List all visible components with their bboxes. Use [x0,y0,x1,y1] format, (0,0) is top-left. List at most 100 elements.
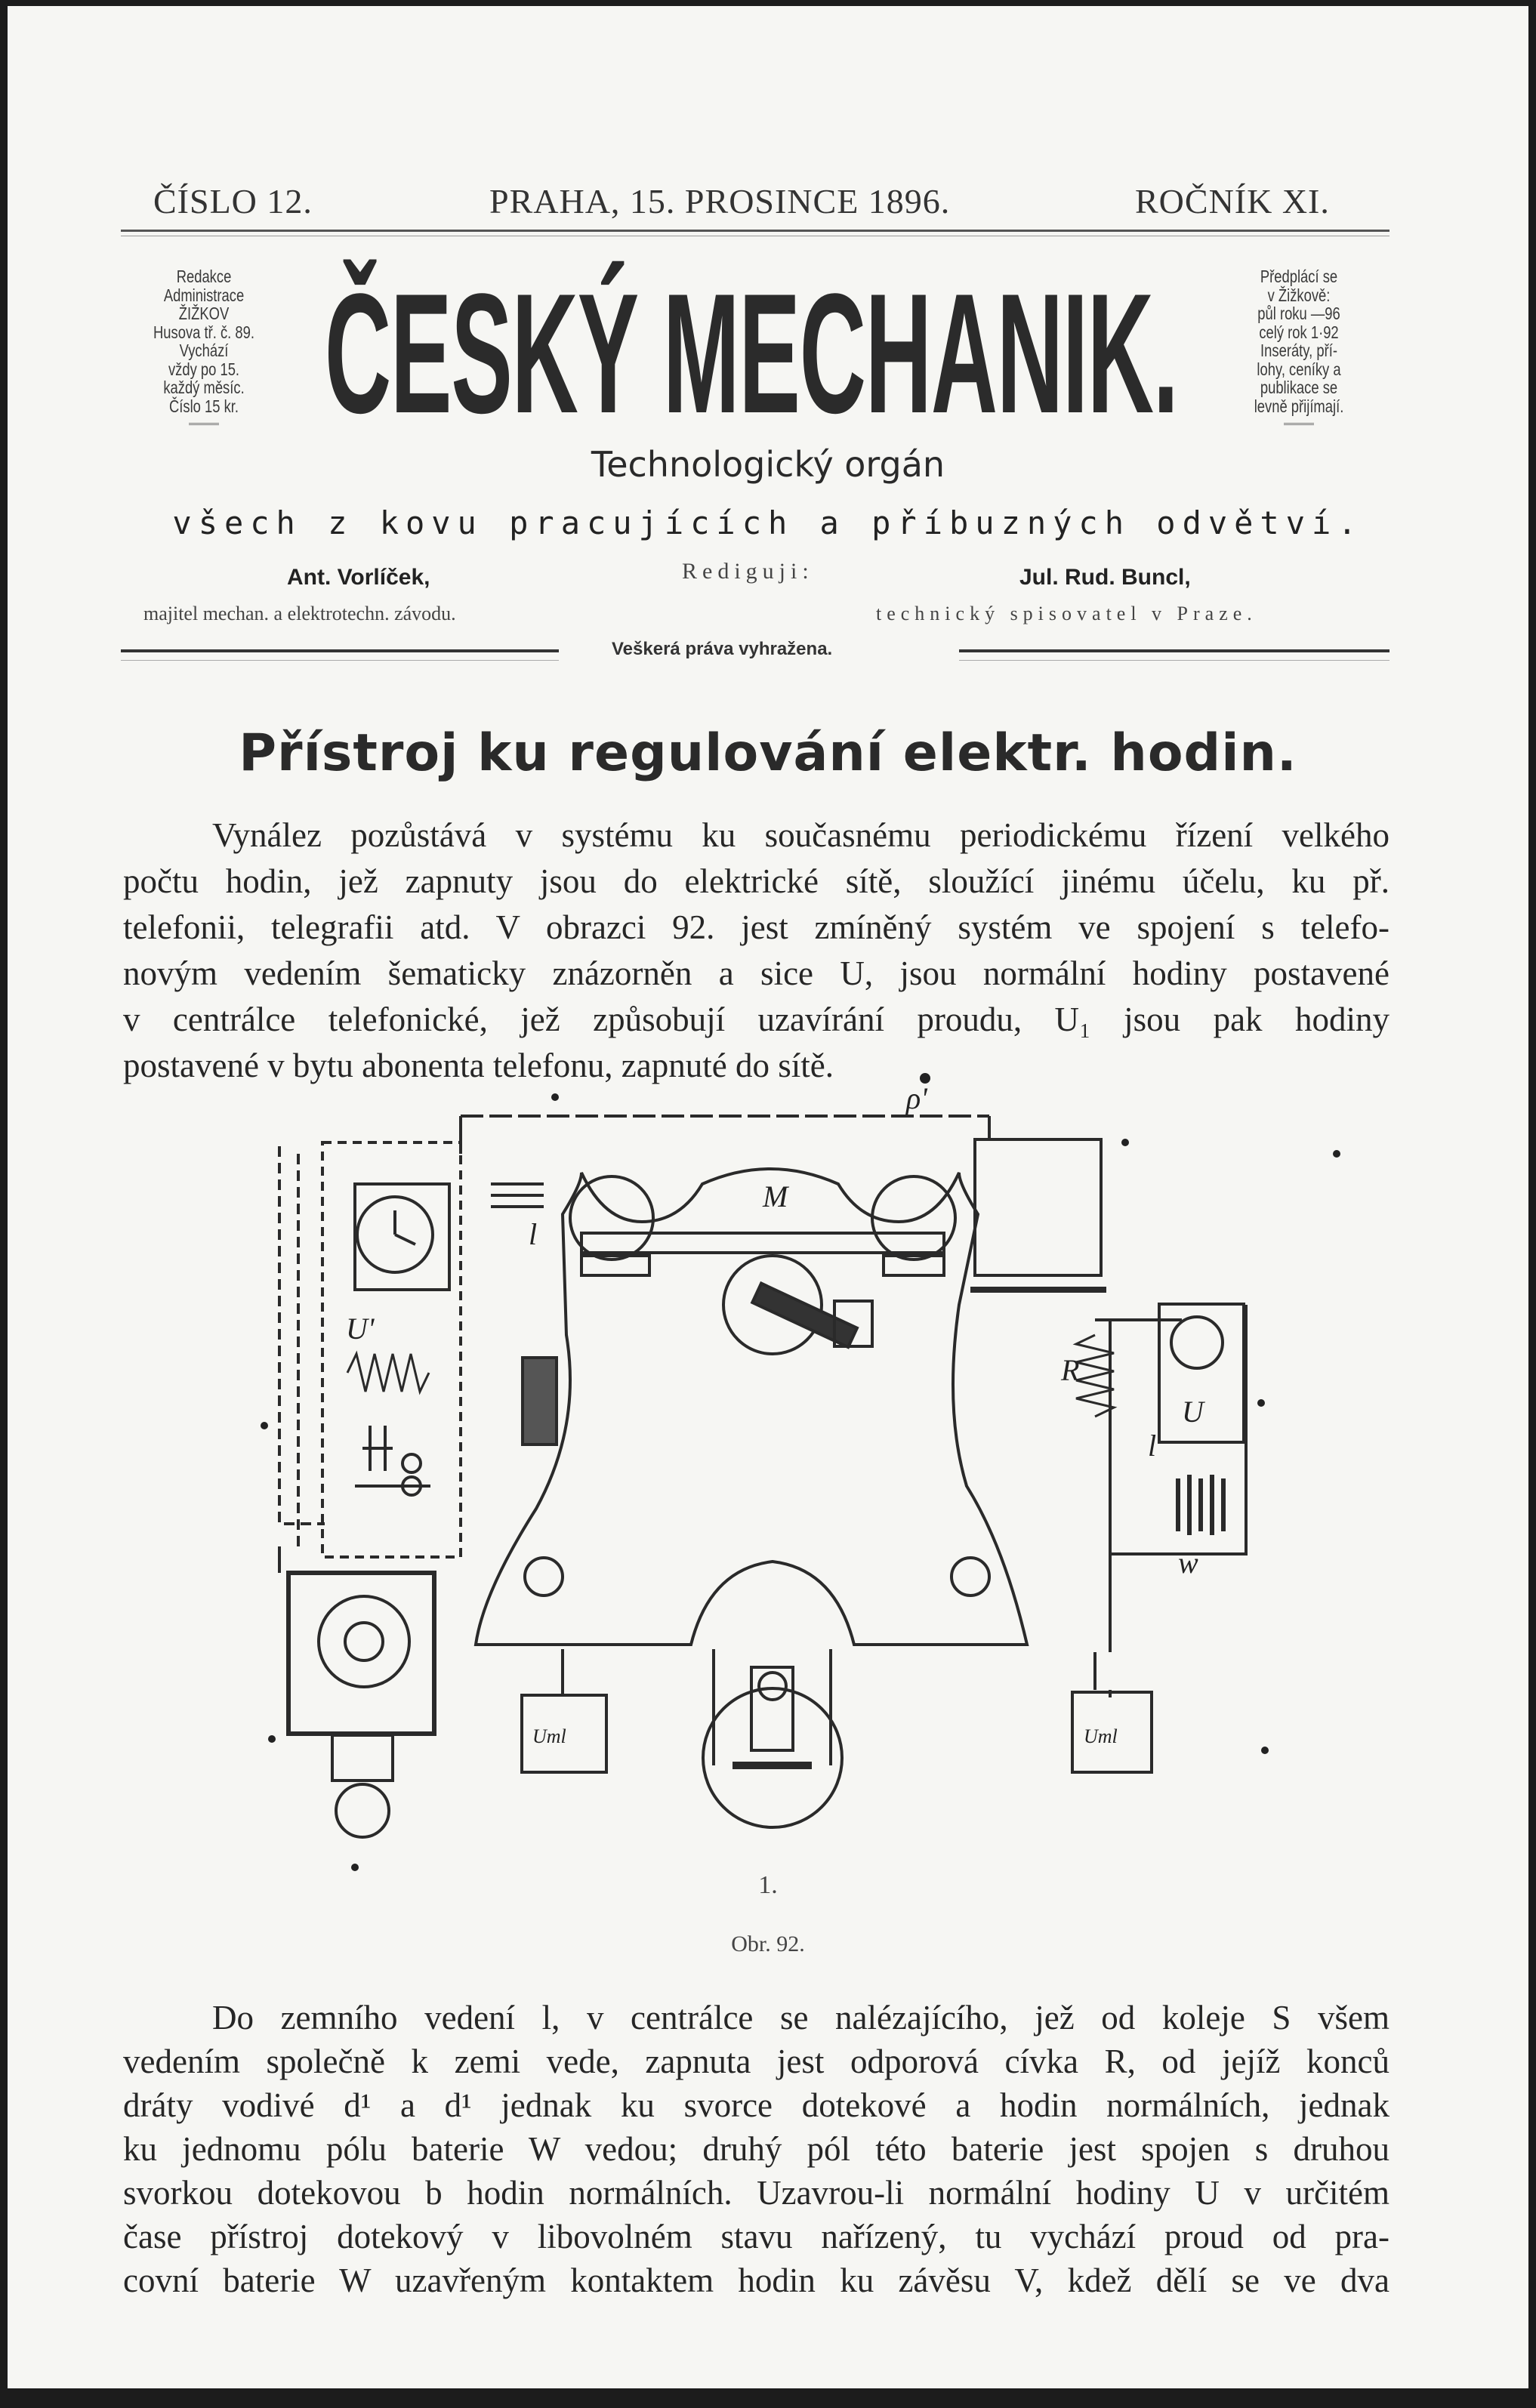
text-line: vedením společně k zemi vede, zapnuta je… [123,2043,1389,2080]
issue-number: ČÍSLO 12. [153,182,313,220]
paragraph-1: Vynález pozůstává v systému ku současném… [123,812,1389,1089]
wire [278,1146,325,1546]
info-line: každý měsíc. [163,378,245,397]
info-line: Husova tř. č. 89. [153,322,254,342]
info-line: Předplácí se [1260,267,1338,286]
figure-number: 1. [758,1871,778,1899]
screw [523,1556,564,1597]
text-line: svorkou dotekovou b hodin normálních. Uz… [123,2174,1389,2212]
info-line: Inseráty, pří- [1260,341,1337,360]
figure-label: Uml [1084,1725,1118,1747]
clock-face-right-icon [1170,1315,1224,1370]
masthead-title: ČESKÝ MECHANIK. [325,268,1201,439]
figure-caption: Obr. 92. [731,1932,805,1956]
box-right [973,1138,1103,1277]
info-line: Vychází [179,341,229,360]
text-line: novým vedením šematicky znázorněn a sice… [123,954,1389,992]
clock-case [353,1182,451,1291]
figure-92-diagram: ρ' U' U R w M l l Uml Uml [261,1073,1340,1871]
figure-label: U [1182,1395,1206,1429]
wheel-right [871,1175,957,1261]
info-line: Administrace [163,285,245,305]
ornament-rule [1284,423,1314,425]
figure-label: w [1178,1546,1198,1580]
info-line: půl roku —96 [1257,304,1340,323]
rule-right [959,649,1389,652]
coil-left-icon [346,1350,430,1395]
box-lower-left [520,1694,608,1774]
text-line: čase přístroj dotekový v libovolném stav… [123,2218,1389,2255]
clock-box-right [1158,1303,1245,1444]
editor-right-name: Jul. Rud. Buncl, [1019,565,1191,590]
place-date: PRAHA, 15. PROSINCE 1896. [489,182,951,220]
rule-right-thin [959,660,1389,661]
wire [461,1115,991,1142]
resistor-coil-icon [1072,1333,1118,1418]
right-info-column: Předplácí se v Žižkově: půl roku —96 cel… [1226,267,1371,425]
editors-label: Rediguji: [682,559,814,584]
cam-block [833,1300,874,1348]
info-line: Redakce [176,267,232,286]
receiver-cap [335,1783,390,1839]
terminal-dots [261,1073,1340,1871]
pendulum-frame [712,1649,832,1765]
pendulum-bob [702,1687,844,1829]
paragraph-2: Do zemního vedení l, v centrálce se nalé… [123,1996,1389,2302]
clock-hands [393,1210,416,1246]
clock-face-left-icon [356,1195,434,1274]
contact-bar-lower [580,1254,651,1277]
rule-left-thin [121,660,559,661]
ornament-rule [189,423,219,425]
info-line: levně přijímají. [1254,396,1344,416]
masthead-tagline: všech z kovu pracujících a příbuzných od… [172,504,1364,541]
info-line: celý rok 1·92 [1259,322,1339,342]
text-line: Do zemního vedení l, v centrálce se nalé… [212,1999,1389,2036]
text-line: telefonii, telegrafii atd. V obrazci 92.… [123,908,1389,946]
info-line: ŽIŽKOV [178,304,230,323]
bell-icon [317,1595,411,1688]
wire [561,1649,1112,1697]
bell-center [344,1621,384,1662]
receiver [331,1734,394,1782]
text-line: Vynález pozůstává v systému ku současném… [212,816,1389,854]
figure-label: l [1148,1429,1156,1463]
terminal [401,1475,422,1497]
battery-plates [491,1182,544,1208]
figure-label: U' [346,1312,375,1346]
contact-bar [580,1232,945,1254]
figure-label: Uml [532,1725,566,1747]
pivot [757,1671,788,1701]
text-line: covní baterie W uzavřeným kontaktem hodi… [123,2262,1389,2299]
text-line: počtu hodin, jež zapnuty jsou do elektri… [123,862,1389,900]
info-line: lohy, ceníky a [1257,359,1341,379]
cam-wheel [722,1254,823,1355]
figure-label: R [1060,1353,1079,1387]
scanned-page: ČÍSLO 12. PRAHA, 15. PROSINCE 1896. ROČN… [8,6,1528,2388]
info-line: Číslo 15 kr. [168,396,239,416]
info-line: v Žižkově: [1267,285,1331,305]
rule-left [121,649,559,652]
terminal [401,1453,422,1474]
info-line: publikace se [1260,378,1338,397]
header-rule [121,230,1389,232]
masthead-subtitle: Technologický orgán [591,444,945,485]
info-line: vždy po 15. [168,359,240,379]
electromagnet [521,1356,558,1446]
cam-arm [750,1281,859,1349]
contact-bar-lower [882,1254,945,1277]
box-lower-right [1071,1691,1153,1774]
wire [1093,1305,1248,1690]
wheel-left [569,1175,655,1261]
contact-switch [355,1426,430,1488]
screw [950,1556,991,1597]
left-info-column: Redakce Administrace ŽIŽKOV Husova tř. č… [131,267,276,425]
figure-label: ρ' [905,1081,928,1115]
text-line: postavené v bytu abonenta telefonu, zapn… [123,1047,834,1084]
text-line: v centrálce telefonické, jež způsobují u… [123,1001,1389,1038]
editor-left-name: Ant. Vorlíček, [287,565,430,590]
rights-notice: Veškerá práva vyhražena. [612,639,833,659]
pendulum-rod [750,1666,794,1752]
article-title: Přístroj ku regulování elektr. hodin. [239,723,1297,783]
clock-mechanism-plate [473,1167,1029,1646]
figure-label: l [529,1217,537,1251]
